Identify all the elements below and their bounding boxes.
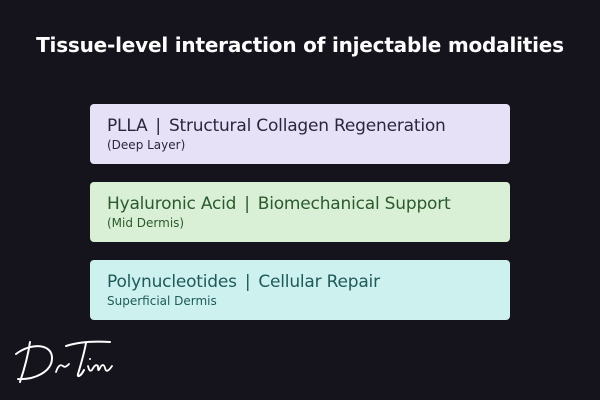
layer-card-heading: Hyaluronic Acid | Biomechanical Support <box>107 193 510 215</box>
layer-role: Structural Collagen Regeneration <box>168 116 446 136</box>
layer-card-hyaluronic-acid: Hyaluronic Acid | Biomechanical Support (M… <box>90 182 510 242</box>
layer-depth: (Mid Dermis) <box>107 216 185 230</box>
separator: | <box>244 194 250 214</box>
layer-name: Hyaluronic Acid <box>107 194 237 214</box>
layer-depth: Superficial Dermis <box>107 294 217 308</box>
layer-card-heading: Polynucleotides | Cellular Repair <box>107 271 510 293</box>
layer-role: Biomechanical Support <box>257 194 451 214</box>
layer-depth: (Deep Layer) <box>107 138 186 152</box>
diagram-title: Tissue-level interaction of injectable m… <box>36 33 564 57</box>
layer-card-heading: PLLA | Structural Collagen Regeneration <box>107 115 510 137</box>
layer-name: PLLA <box>107 116 148 136</box>
layer-card-plla: PLLA | Structural Collagen Regeneration (D… <box>90 104 510 164</box>
separator: | <box>155 116 161 136</box>
signature-logo <box>15 340 113 383</box>
separator: | <box>244 272 251 292</box>
layer-card-polynucleotides: Polynucleotides | Cellular Repair Superfic… <box>90 260 510 320</box>
layer-role: Cellular Repair <box>258 272 380 292</box>
layer-name: Polynucleotides <box>107 272 237 292</box>
